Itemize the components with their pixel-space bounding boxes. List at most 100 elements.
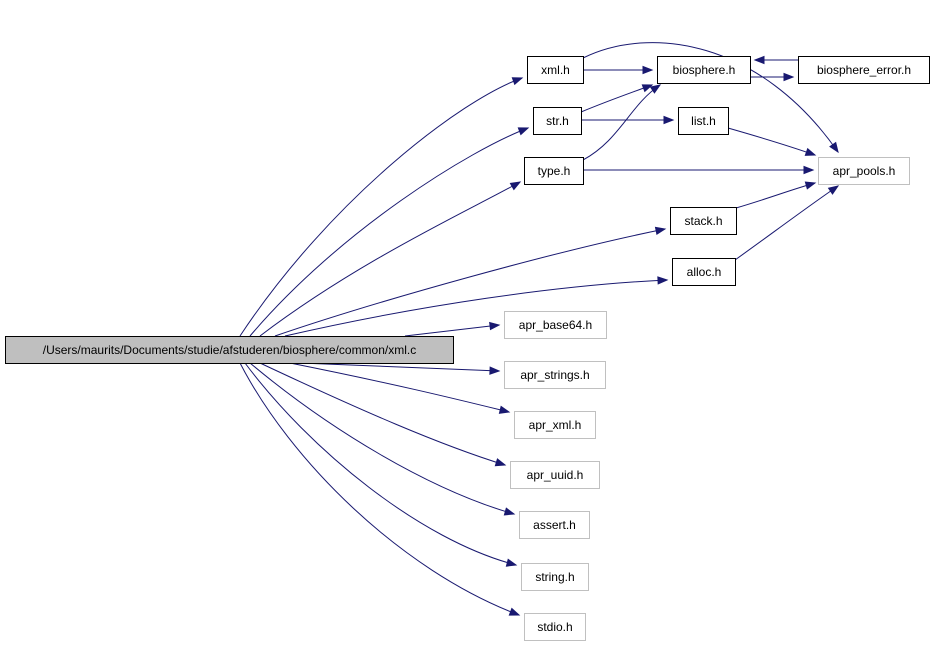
edge-line	[239, 77, 523, 337]
arrowhead	[804, 181, 817, 190]
arrowhead	[753, 55, 765, 65]
edge-root-to-apr-uuid-h	[259, 362, 507, 467]
node-label: type.h	[538, 164, 571, 178]
arrowhead	[511, 77, 524, 86]
node-biosphere-error-h[interactable]: biosphere_error.h	[798, 56, 930, 84]
edge-root-to-apr-xml-h	[289, 362, 511, 414]
arrowhead	[649, 84, 662, 94]
node-box	[524, 613, 586, 641]
node-box	[519, 511, 590, 539]
node-box	[510, 461, 600, 489]
arrowhead	[489, 366, 501, 375]
node-xml-h[interactable]: xml.h	[527, 56, 584, 84]
node-biosphere-h[interactable]: biosphere.h	[657, 56, 751, 84]
edge-xml-h-to-apr-pools-h	[582, 42, 839, 154]
node-label: stack.h	[684, 214, 722, 228]
arrowhead	[498, 405, 511, 414]
arrowhead	[663, 115, 675, 125]
node-box	[657, 56, 751, 84]
node-apr-xml-h: apr_xml.h	[514, 411, 596, 439]
node-label: apr_base64.h	[519, 318, 592, 332]
edge-list-h-to-apr-pools-h	[727, 127, 817, 156]
arrowhead	[503, 507, 516, 516]
arrowhead	[783, 72, 795, 82]
edge-type-h-to-apr-pools-h	[583, 165, 815, 175]
edge-line	[259, 362, 506, 466]
edge-root-to-string-h	[244, 362, 518, 567]
node-box	[670, 207, 737, 235]
node-box	[5, 336, 454, 364]
node-str-h[interactable]: str.h	[533, 107, 582, 135]
edge-line	[299, 362, 500, 372]
node-box	[504, 361, 606, 389]
edge-stack-h-to-apr-pools-h	[735, 181, 817, 209]
node-label: xml.h	[541, 63, 570, 77]
node-stdio-h: stdio.h	[524, 613, 586, 641]
arrowhead	[509, 181, 522, 191]
nodes-layer: /Users/maurits/Documents/studie/afstuder…	[5, 56, 930, 641]
node-root[interactable]: /Users/maurits/Documents/studie/afstuder…	[5, 336, 454, 364]
node-box	[504, 311, 607, 339]
edge-biosphere-h-to-biosphere-error-h	[750, 72, 795, 82]
edge-root-to-str-h	[249, 127, 530, 337]
node-label: stdio.h	[537, 620, 572, 634]
edge-line	[244, 362, 517, 566]
node-apr-uuid-h: apr_uuid.h	[510, 461, 600, 489]
edge-line	[727, 127, 816, 156]
arrowhead	[657, 276, 669, 285]
node-apr-pools-h: apr_pools.h	[818, 157, 910, 185]
edge-root-to-xml-h	[239, 77, 524, 337]
edge-xml-h-to-biosphere-h	[583, 65, 654, 75]
node-box	[798, 56, 930, 84]
edge-str-h-to-biosphere-h	[580, 84, 654, 113]
edge-line	[582, 42, 839, 153]
arrowhead	[829, 141, 839, 154]
arrowhead	[494, 458, 507, 467]
edge-line	[582, 84, 661, 161]
node-label: apr_pools.h	[833, 164, 896, 178]
edge-line	[289, 362, 510, 413]
node-box	[818, 157, 910, 185]
node-apr-base64-h: apr_base64.h	[504, 311, 607, 339]
edge-line	[259, 181, 521, 337]
node-stack-h[interactable]: stack.h	[670, 207, 737, 235]
arrowhead	[517, 127, 530, 136]
node-box	[527, 56, 584, 84]
edge-root-to-type-h	[259, 181, 522, 337]
node-box	[521, 563, 589, 591]
node-label: assert.h	[533, 518, 576, 532]
node-box	[514, 411, 596, 439]
edge-root-to-alloc-h	[284, 276, 669, 337]
edge-line	[249, 127, 529, 337]
arrowhead	[804, 147, 817, 156]
node-box	[678, 107, 729, 135]
node-box	[524, 157, 584, 185]
node-label: biosphere.h	[673, 63, 736, 77]
edge-line	[249, 362, 515, 515]
arrowhead	[642, 65, 654, 75]
node-box	[672, 258, 736, 286]
node-alloc-h[interactable]: alloc.h	[672, 258, 736, 286]
arrowhead	[508, 607, 521, 616]
edge-line	[734, 185, 839, 261]
node-list-h[interactable]: list.h	[678, 107, 729, 135]
edge-root-to-apr-strings-h	[299, 362, 501, 375]
edges-layer	[239, 42, 840, 616]
node-string-h: string.h	[521, 563, 589, 591]
node-label: apr_uuid.h	[527, 468, 584, 482]
edge-type-h-to-biosphere-h	[582, 84, 662, 161]
edge-biosphere-error-h-to-biosphere-h	[753, 55, 798, 65]
edge-alloc-h-to-apr-pools-h	[734, 185, 840, 261]
edge-line	[735, 182, 816, 209]
node-label: list.h	[691, 114, 716, 128]
node-label: alloc.h	[687, 265, 722, 279]
node-type-h[interactable]: type.h	[524, 157, 584, 185]
node-box	[533, 107, 582, 135]
node-assert-h: assert.h	[519, 511, 590, 539]
node-label: apr_strings.h	[520, 368, 589, 382]
arrowhead	[489, 321, 501, 331]
edge-str-h-to-list-h	[581, 115, 675, 125]
edge-root-to-stack-h	[274, 226, 667, 337]
arrowhead	[641, 84, 654, 93]
edge-root-to-stdio-h	[239, 362, 521, 616]
